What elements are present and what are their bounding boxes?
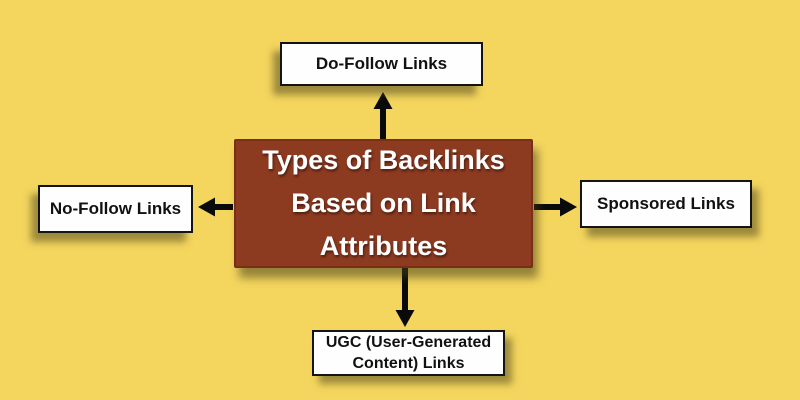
- arrow-up-icon: [373, 92, 393, 141]
- arrow-down-icon: [395, 267, 415, 327]
- node-ugc-links-label: UGC (User-Generated Content) Links: [325, 334, 492, 372]
- center-topic-line-3: Attributes: [319, 231, 448, 261]
- node-do-follow-links: Do-Follow Links: [280, 42, 483, 86]
- center-topic-line-1: Types of Backlinks: [262, 145, 505, 175]
- center-topic-line-2: Based on Link: [291, 188, 476, 218]
- node-no-follow-links: No-Follow Links: [38, 185, 193, 233]
- arrow-right-icon: [534, 197, 577, 217]
- node-do-follow-links-label: Do-Follow Links: [315, 54, 448, 73]
- node-no-follow-links-label: No-Follow Links: [49, 199, 182, 218]
- center-topic-box: Types of Backlinks Based on Link Attribu…: [234, 139, 533, 268]
- node-sponsored-links: Sponsored Links: [580, 180, 752, 228]
- arrow-left-icon: [198, 197, 233, 217]
- node-sponsored-links-label: Sponsored Links: [597, 194, 735, 213]
- node-ugc-links: UGC (User-Generated Content) Links: [312, 330, 505, 376]
